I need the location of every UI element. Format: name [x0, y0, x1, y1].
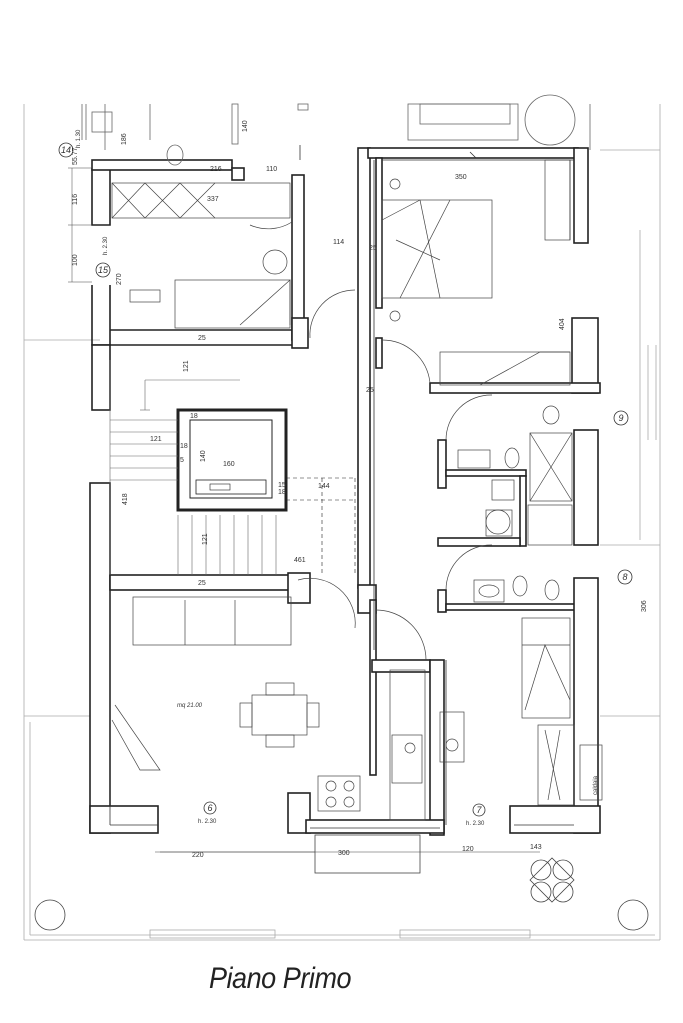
dim-160: 160: [223, 461, 235, 468]
dim-140-b: 140: [200, 450, 207, 462]
dim-270: 270: [116, 273, 123, 285]
dim-121-a: 121: [183, 360, 190, 372]
inner-lines: [109, 159, 574, 829]
room-markers: [58, 142, 633, 817]
room-number-14: 14: [61, 145, 71, 155]
dim-25-a: 25: [369, 245, 377, 252]
bedroom-15-furniture: [111, 182, 293, 329]
dim-18-a: 18: [190, 413, 198, 420]
dim-143: 143: [530, 844, 542, 851]
dim-121-b: 121: [150, 436, 162, 443]
dim-140-top: 140: [242, 120, 249, 132]
dim-404: 404: [559, 318, 566, 330]
dim-25-c: 25: [366, 387, 374, 394]
room-number-7: 7: [476, 805, 482, 815]
terrace: [34, 834, 649, 931]
room-number-6: 6: [207, 803, 212, 813]
dim-306: 306: [641, 600, 648, 612]
room-number-9: 9: [618, 413, 623, 423]
dimension-lines: [68, 167, 315, 853]
dim-337: 337: [207, 196, 219, 203]
walls: [89, 147, 601, 836]
height-label-6: h. 2.30: [198, 819, 217, 825]
master-bedroom-furniture: [297, 159, 571, 629]
dim-300: 300: [338, 850, 350, 857]
dim-216: 216: [210, 166, 222, 173]
dim-418: 418: [122, 493, 129, 505]
dim-25-d: 25: [198, 580, 206, 587]
height-label-15: h. 2.30: [103, 236, 109, 255]
stairs: [109, 360, 277, 575]
dim-116: 116: [72, 194, 79, 205]
dim-461: 461: [294, 557, 306, 564]
misc-marks: [299, 145, 477, 160]
lift-box: [176, 408, 356, 575]
floor-title: Piano Primo: [208, 962, 352, 995]
dim-25-b: 25: [198, 335, 206, 342]
room-7-furniture: [439, 617, 603, 806]
dim-18-c: 18: [278, 489, 286, 496]
dim-5: 5: [180, 457, 184, 464]
dim-114: 114: [333, 239, 344, 246]
dim-144: 144: [318, 483, 330, 490]
height-label-7: h. 2.30: [466, 821, 485, 827]
dim-120: 120: [462, 846, 474, 853]
caldaia-label: caldaia: [593, 775, 599, 795]
top-fragments: [81, 94, 591, 166]
dim-186: 186: [121, 133, 128, 145]
dim-220: 220: [192, 852, 204, 859]
dim-15: 15: [278, 482, 286, 489]
dim-121-c: 121: [202, 533, 209, 545]
dimension-labels: 186 140 216 110 337 114 25 350 404 25 25…: [72, 120, 648, 859]
room-number-15: 15: [98, 265, 109, 275]
dim-350: 350: [455, 174, 467, 181]
outer-frame: [23, 104, 661, 941]
bathroom-fixtures: [375, 394, 573, 661]
dim-18-b: 18: [180, 443, 188, 450]
height-label-14: h. 1.30: [76, 129, 82, 148]
area-label: mq 21.00: [177, 703, 203, 709]
dim-100: 100: [72, 254, 79, 266]
dim-110: 110: [266, 166, 277, 173]
dim-55-77: 55.77: [72, 147, 79, 165]
living-room-furniture: [111, 596, 426, 821]
room-number-8: 8: [622, 572, 627, 582]
